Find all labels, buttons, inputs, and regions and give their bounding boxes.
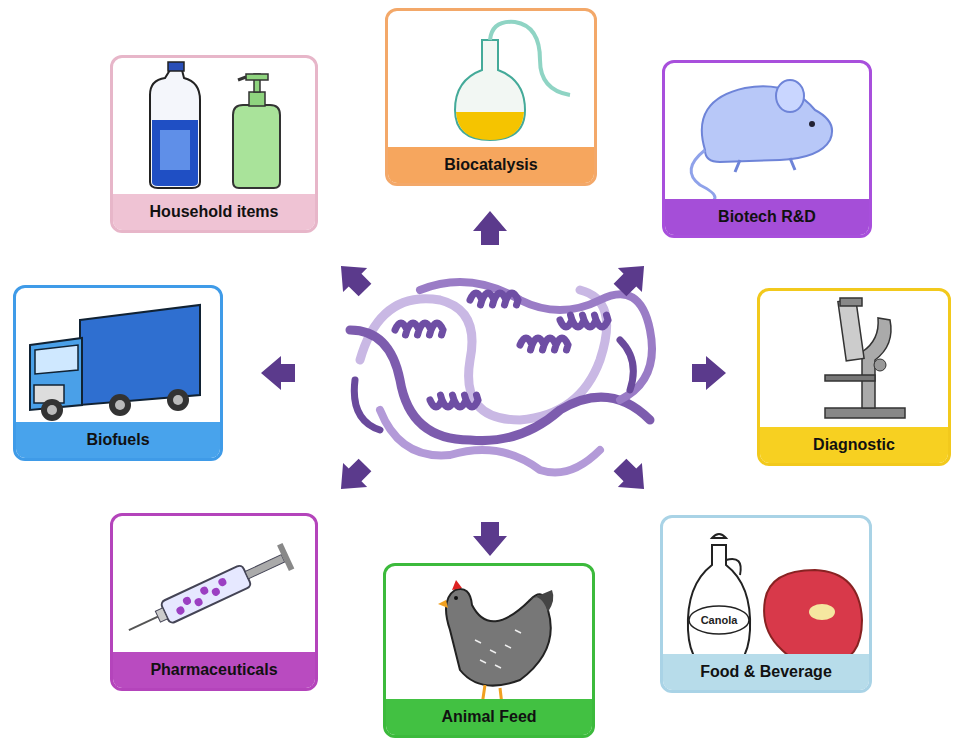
box-label: Biofuels (16, 422, 220, 458)
syringe (123, 543, 294, 643)
application-box: Biocatalysis (385, 8, 597, 186)
flask (455, 22, 570, 140)
application-box: Household items (110, 55, 318, 233)
truck (30, 305, 200, 421)
outward-arrows (261, 211, 726, 556)
application-box: Food & Beverage (660, 515, 872, 693)
protein-ribbon (350, 282, 652, 473)
helix-coil (470, 293, 518, 305)
box-label: Household items (113, 194, 315, 230)
box-label: Diagnostic (760, 427, 948, 463)
helix-coil (520, 338, 568, 350)
helix-coil (430, 395, 478, 407)
application-box: Biofuels (13, 285, 223, 461)
bottle-label: Canola (701, 614, 738, 626)
chicken (438, 580, 553, 705)
box-label: Biocatalysis (388, 147, 594, 183)
oil-bottle (688, 534, 750, 672)
bleach-jug (150, 62, 200, 188)
application-box: Pharmaceuticals (110, 513, 318, 691)
mouse (691, 80, 832, 205)
helix-coil (560, 315, 608, 327)
box-label: Animal Feed (386, 699, 592, 735)
box-label: Food & Beverage (663, 654, 869, 690)
microscope (825, 298, 905, 418)
steak (764, 570, 862, 665)
box-label: Biotech R&D (665, 199, 869, 235)
application-box: Animal Feed (383, 563, 595, 738)
application-box: Biotech R&D (662, 60, 872, 238)
application-box: Diagnostic (757, 288, 951, 466)
box-label: Pharmaceuticals (113, 652, 315, 688)
pump-bottle (233, 74, 280, 188)
helix-coil (395, 323, 443, 335)
